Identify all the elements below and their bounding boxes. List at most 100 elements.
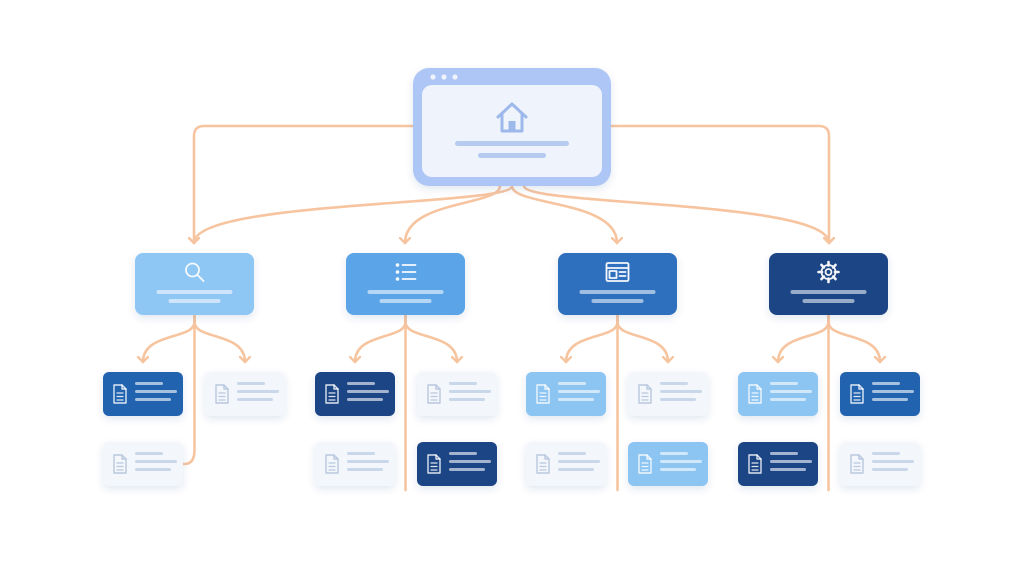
- connector-section-to-doc-left: [143, 313, 196, 364]
- document-icon: [113, 454, 127, 474]
- page-document-card: [628, 372, 708, 416]
- text-placeholder-line: [449, 398, 485, 401]
- text-placeholder-line: [558, 460, 600, 463]
- text-placeholder-line: [770, 460, 812, 463]
- text-placeholder-line: [872, 390, 914, 393]
- text-placeholder-line: [135, 398, 171, 401]
- text-placeholder-line: [347, 382, 375, 385]
- window-control-dot: [441, 74, 447, 80]
- text-placeholder-line: [770, 398, 806, 401]
- text-placeholder-line: [770, 452, 798, 455]
- text-placeholder-line: [237, 398, 273, 401]
- document-icon: [850, 384, 864, 404]
- document-card-bg: [526, 372, 606, 416]
- section-card: [135, 253, 254, 315]
- document-icon: [427, 454, 441, 474]
- text-placeholder-line: [449, 468, 485, 471]
- text-placeholder-line: [770, 382, 798, 385]
- document-icon: [748, 384, 762, 404]
- text-placeholder-line: [872, 398, 908, 401]
- home-page-node: [413, 68, 611, 186]
- text-placeholder-line: [660, 382, 688, 385]
- text-placeholder-line: [558, 382, 586, 385]
- text-placeholder-line: [558, 452, 586, 455]
- document-icon: [850, 454, 864, 474]
- document-card-bg: [738, 372, 818, 416]
- document-card-bg: [840, 442, 920, 486]
- section-card: [346, 253, 465, 315]
- nodes: [103, 68, 920, 486]
- document-icon: [748, 454, 762, 474]
- document-card-bg: [205, 372, 285, 416]
- page-document-card: [417, 442, 497, 486]
- text-placeholder-line: [347, 398, 383, 401]
- connector-section-to-doc-right: [616, 313, 669, 364]
- text-placeholder-line: [660, 460, 702, 463]
- document-card-bg: [840, 372, 920, 416]
- text-placeholder-line: [449, 382, 477, 385]
- page-document-card: [840, 372, 920, 416]
- text-placeholder-line: [591, 299, 644, 303]
- document-icon: [113, 384, 127, 404]
- page-document-card: [315, 442, 395, 486]
- text-placeholder-line: [872, 460, 914, 463]
- document-card-bg: [628, 372, 708, 416]
- connector-section-to-doc-right: [827, 313, 881, 364]
- section-card: [769, 253, 888, 315]
- text-placeholder-line: [872, 452, 900, 455]
- text-placeholder-line: [872, 382, 900, 385]
- window-control-dot: [430, 74, 436, 80]
- document-icon: [536, 384, 550, 404]
- document-card-bg: [417, 442, 497, 486]
- text-placeholder-line: [660, 452, 688, 455]
- page-document-card: [526, 442, 606, 486]
- connector-section-to-doc-right: [193, 313, 246, 364]
- connector-section-to-doc-lower: [181, 313, 196, 466]
- text-placeholder-line: [135, 460, 177, 463]
- text-placeholder-line: [579, 290, 656, 294]
- text-placeholder-line: [168, 299, 221, 303]
- home-icon: [496, 102, 528, 133]
- text-placeholder-line: [347, 390, 389, 393]
- document-icon: [215, 384, 229, 404]
- text-placeholder-line: [237, 390, 279, 393]
- page-document-card: [103, 372, 183, 416]
- text-placeholder-line: [478, 153, 546, 158]
- text-placeholder-line: [135, 390, 177, 393]
- document-icon: [536, 454, 550, 474]
- connector-section-to-doc-left: [778, 313, 830, 364]
- text-placeholder-line: [558, 398, 594, 401]
- page-document-card: [205, 372, 285, 416]
- text-placeholder-line: [660, 468, 696, 471]
- section-node-3: [558, 253, 677, 315]
- text-placeholder-line: [367, 290, 444, 294]
- document-card-bg: [738, 442, 818, 486]
- section-node-2: [346, 253, 465, 315]
- page-document-card: [628, 442, 708, 486]
- document-card-bg: [526, 442, 606, 486]
- document-icon: [638, 454, 652, 474]
- text-placeholder-line: [802, 299, 855, 303]
- window-control-dot: [452, 74, 458, 80]
- list-icon: [395, 263, 417, 281]
- text-placeholder-line: [135, 452, 163, 455]
- text-placeholder-line: [347, 452, 375, 455]
- text-placeholder-line: [449, 390, 491, 393]
- text-placeholder-line: [449, 452, 477, 455]
- page-document-card: [417, 372, 497, 416]
- document-icon: [325, 384, 339, 404]
- document-icon: [638, 384, 652, 404]
- text-placeholder-line: [558, 390, 600, 393]
- text-placeholder-line: [872, 468, 908, 471]
- document-card-bg: [103, 442, 183, 486]
- document-card-bg: [315, 372, 395, 416]
- document-card-bg: [628, 442, 708, 486]
- text-placeholder-line: [449, 460, 491, 463]
- page-document-card: [738, 372, 818, 416]
- text-placeholder-line: [790, 290, 867, 294]
- connector-section-to-doc-left: [355, 313, 407, 364]
- document-card-bg: [103, 372, 183, 416]
- section-node-4: [769, 253, 888, 315]
- text-placeholder-line: [237, 382, 265, 385]
